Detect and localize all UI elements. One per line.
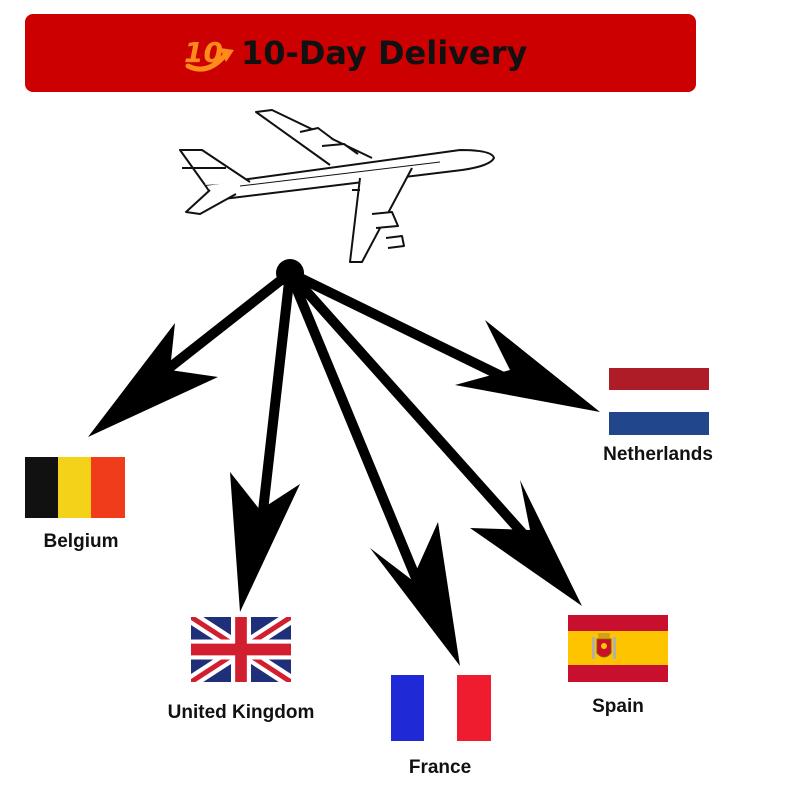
arrow-shaft-spain — [285, 268, 547, 560]
spain-coat-of-arms-icon — [592, 633, 616, 659]
label-spain: Spain — [592, 696, 644, 717]
arrow-shaft-netherlands — [285, 268, 535, 395]
belgium-flag-icon — [25, 457, 125, 518]
france-flag-icon — [391, 675, 491, 741]
label-belgium: Belgium — [43, 531, 119, 552]
arrow-head-netherlands — [455, 320, 600, 412]
arrow-head-belgium — [88, 323, 218, 437]
arrow-head-spain — [470, 480, 582, 606]
page-title: 10-Day Delivery — [241, 34, 528, 72]
arrow-head-france — [370, 522, 460, 666]
arrow-shaft-france — [285, 268, 430, 605]
united-kingdom-flag-icon — [191, 617, 291, 682]
spain-flag-icon — [568, 615, 668, 682]
netherlands-flag-icon — [609, 368, 709, 435]
label-france: France — [408, 757, 472, 778]
arrow-head-united-kingdom — [230, 472, 300, 612]
airplane-icon — [179, 109, 495, 263]
header-banner: 10 10-Day Delivery — [25, 14, 696, 92]
label-united-kingdom: United Kingdom — [167, 702, 315, 723]
arrow-shaft-belgium — [145, 268, 295, 388]
label-netherlands: Netherlands — [603, 444, 713, 465]
ten-day-logo-icon: 10 — [184, 36, 234, 72]
